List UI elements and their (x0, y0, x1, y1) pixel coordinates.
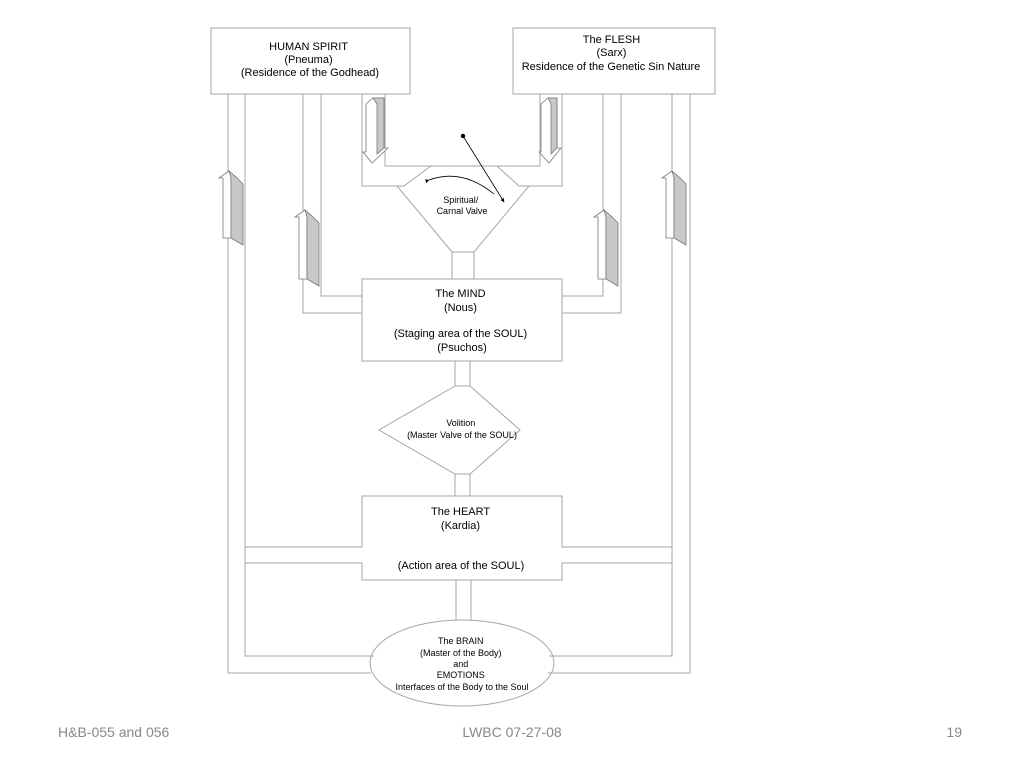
flesh-mind-channel-outer (562, 94, 622, 314)
heart-box (244, 495, 673, 581)
spirit-up-arrow-outer-icon (217, 169, 244, 246)
spirit-mind-channel-inner (320, 94, 362, 297)
flesh-label: The FLESH (Sarx) Residence of the Geneti… (522, 34, 701, 73)
human-spirit-box (210, 27, 411, 95)
spirit-mind-channel-outer (302, 94, 362, 314)
human-spirit-label: HUMAN SPIRIT (Pneuma) (Residence of the … (241, 41, 379, 79)
flesh-outer-channel (548, 94, 691, 674)
heart-label: The HEART (Kardia) (Action area of the S… (398, 506, 525, 572)
flesh-up-arrow-inner-icon (592, 208, 619, 287)
flesh-down-arrow-icon (538, 97, 562, 164)
footer-date: LWBC 07-27-08 (462, 724, 562, 740)
spirit-valve-channel-b (384, 94, 431, 167)
spirit-down-arrow-icon (362, 97, 390, 164)
slide-number: 19 (946, 724, 962, 740)
footer-reference: H&B-055 and 056 (58, 724, 170, 740)
flesh-up-arrow-outer-icon (660, 169, 687, 246)
spirit-outer-channel (227, 94, 371, 674)
mind-label: The MIND (Nous) (Staging area of the SOU… (394, 288, 530, 354)
spirit-up-arrow-inner-icon (293, 208, 320, 287)
flesh-valve-channel-b (497, 94, 541, 167)
flesh-second-channel (562, 94, 673, 548)
brain-emotions-ellipse (369, 619, 555, 707)
mind-box (361, 278, 563, 362)
flesh-valve-channel-a (519, 94, 563, 187)
valve-label: Spiritual/ Carnal Valve (437, 195, 488, 216)
volition-label: Volition (Master Valve of the SOUL) (407, 418, 517, 440)
spirit-valve-channel-a (361, 94, 404, 187)
valve-pivot-arrows (424, 133, 505, 203)
flesh-box (512, 27, 716, 95)
brain-label: The BRAIN (Master of the Body) and EMOTI… (395, 636, 528, 692)
flesh-mind-channel-inner (562, 94, 604, 297)
